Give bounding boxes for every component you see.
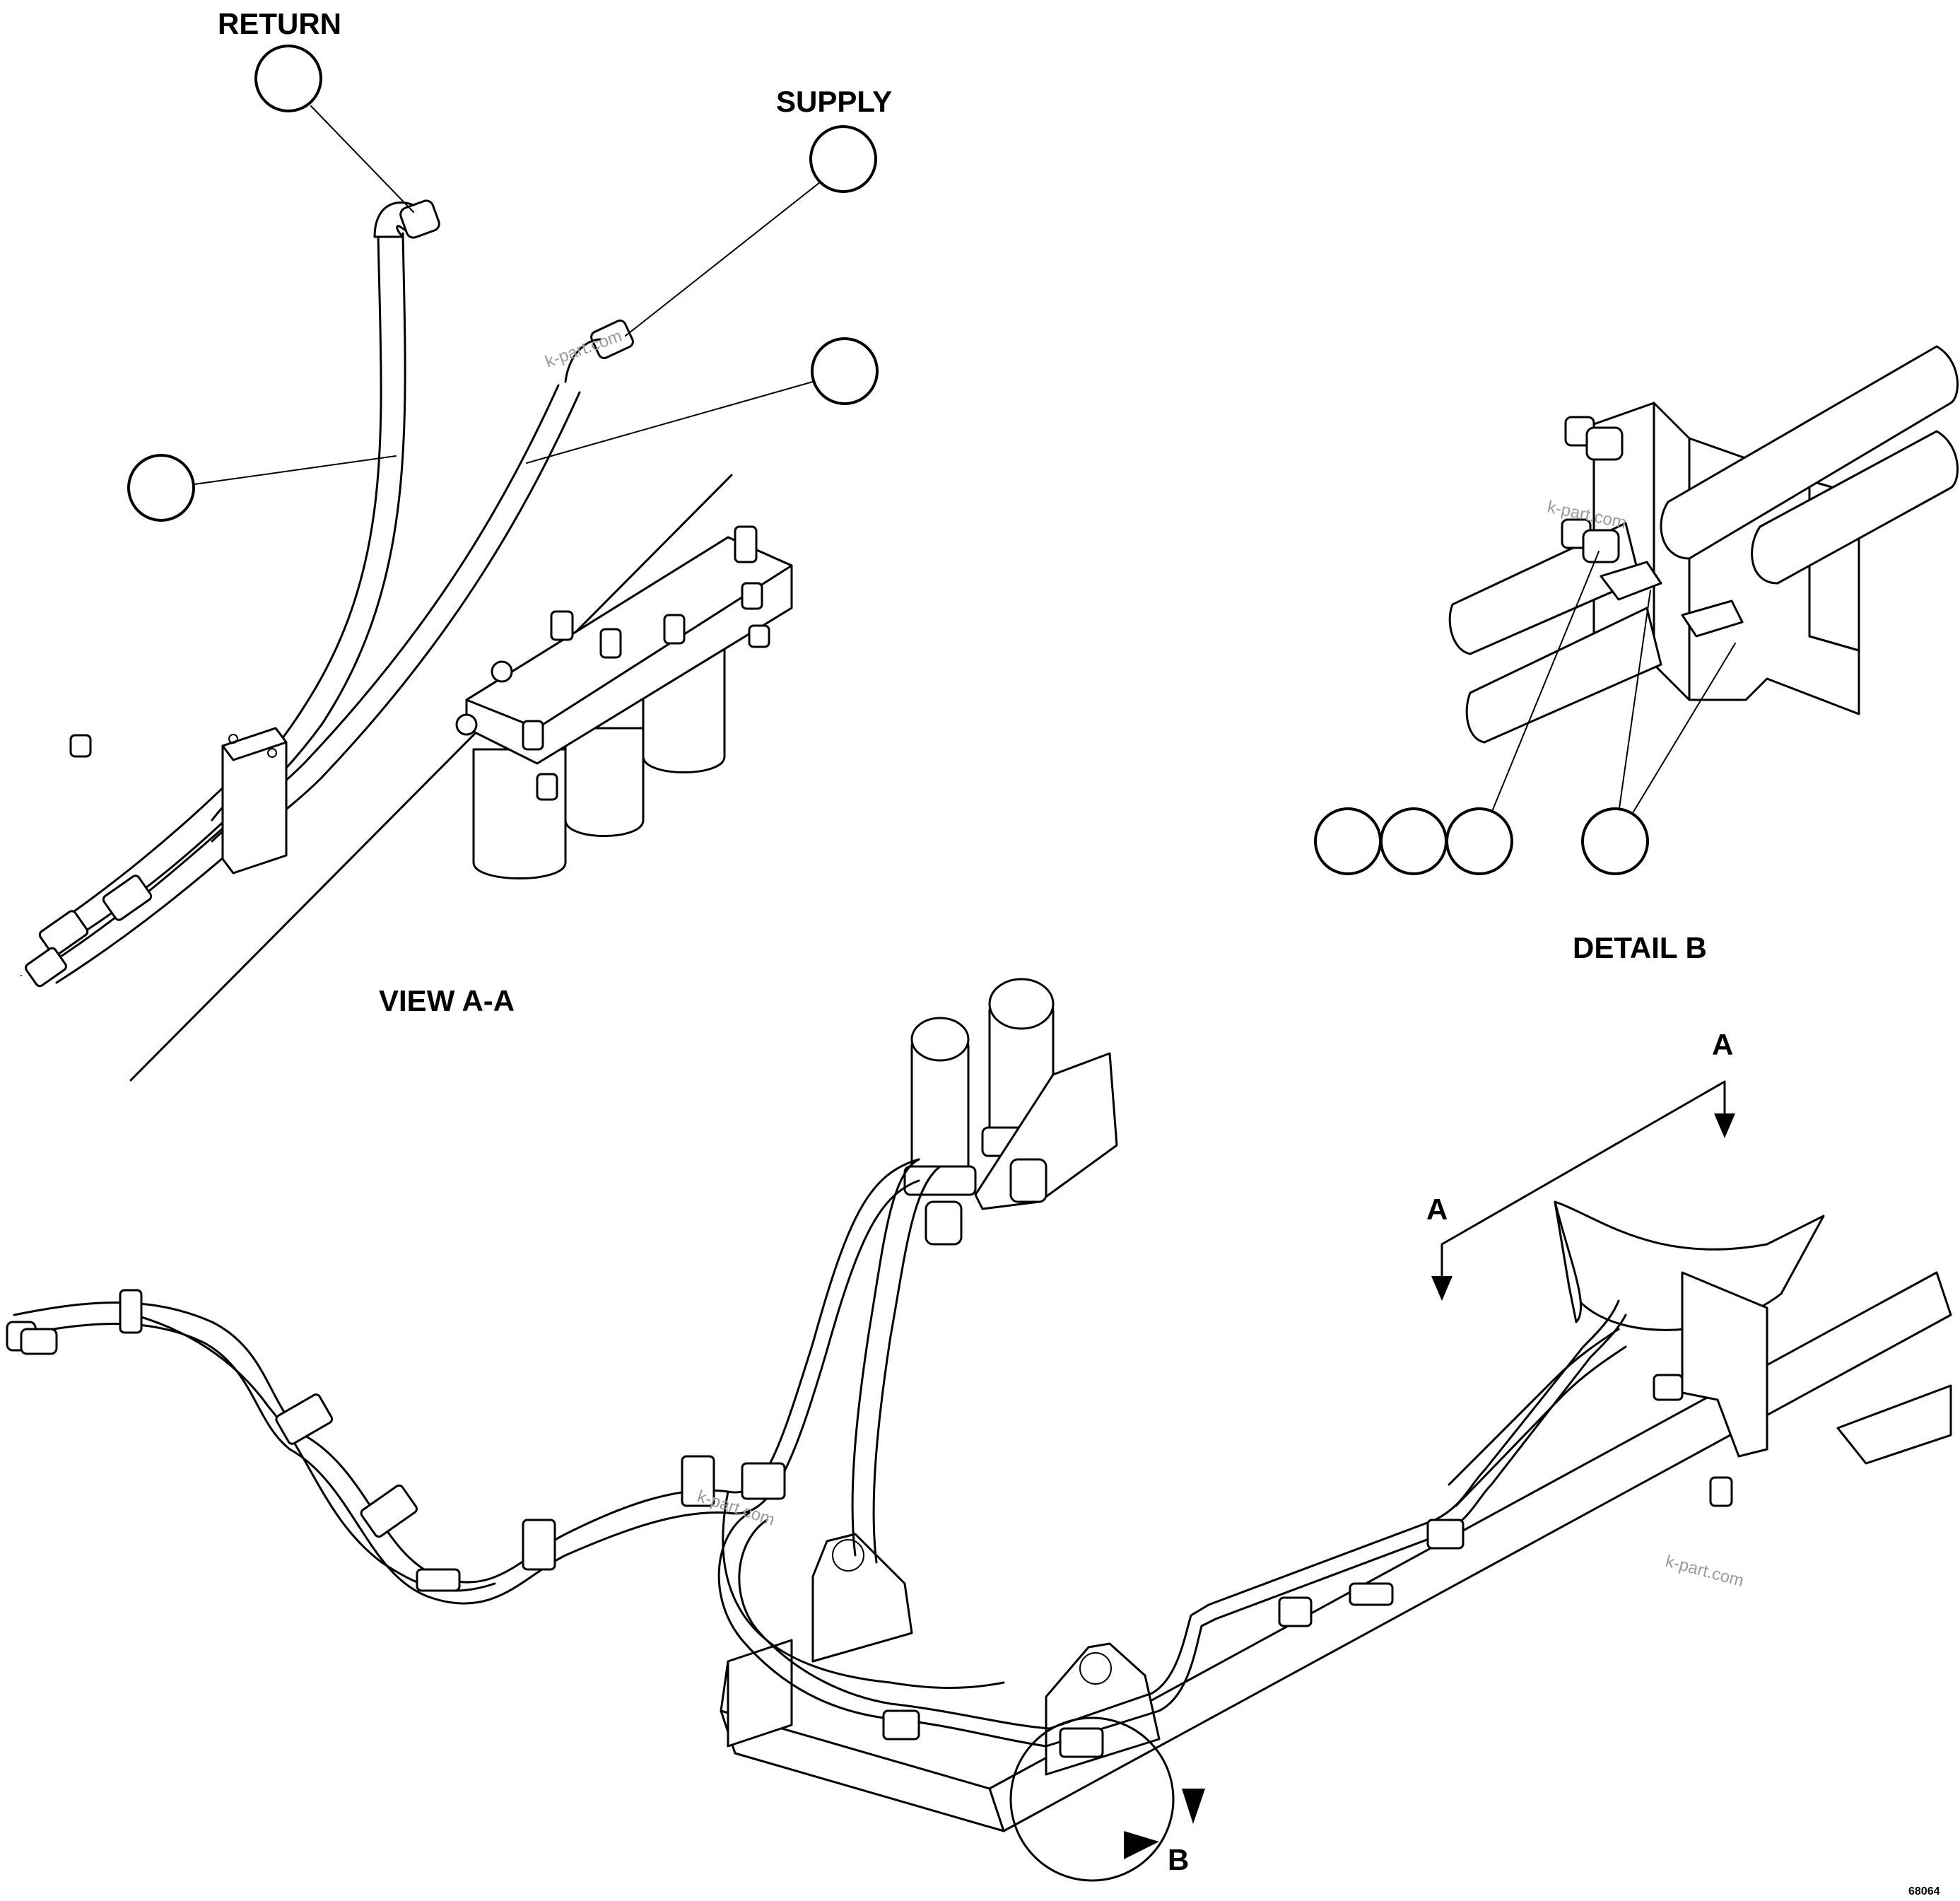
right-fender: [1554, 1200, 1825, 1331]
watermark-4: k-part.com: [1663, 1552, 1745, 1591]
section-a-right-label: A: [1712, 1028, 1733, 1061]
figure-number: 68064: [1908, 1885, 1940, 1897]
section-aa-line: [1440, 1080, 1726, 1246]
callout-detail-b-3: [1445, 807, 1513, 875]
supply-label: SUPPLY: [776, 85, 892, 118]
detail-b-marker: B: [1168, 1843, 1189, 1876]
supply-fitting: [590, 320, 634, 359]
detail-b-indicator-circle: [1009, 1716, 1175, 1882]
left-end-fitting: [6, 1289, 143, 1355]
detail-b-title: DETAIL B: [1573, 931, 1707, 964]
detail-b-group: DETAIL B k-part.com: [1314, 345, 1959, 964]
detail-b-arrow-right: [1124, 1831, 1159, 1859]
callout-detail-b-1: [1314, 807, 1382, 875]
callout-detail-b-2: [1380, 807, 1448, 875]
view-aa-group: RETURN SUPPLY VIEW A-A k-part.com: [20, 7, 892, 1082]
callout-return-hose-body: [127, 454, 195, 522]
fuel-filter-pair: [903, 978, 1118, 1246]
hose-clamp-block: [221, 727, 288, 875]
callout-detail-b-4: [1581, 807, 1649, 875]
frame-rail: [720, 1271, 1952, 1832]
hose-clamps: [275, 1374, 1733, 1758]
detail-b-tube-1: [1660, 345, 1959, 560]
detail-b-tube-4: [1465, 607, 1662, 744]
callout-supply-hose-body: [811, 337, 879, 405]
view-aa-title: VIEW A-A: [379, 984, 515, 1017]
detail-b-tube-2: [1751, 430, 1959, 585]
callout-return-hose: [254, 45, 322, 112]
callout-supply-fitting: [809, 125, 877, 193]
view-aa-lower-hoses: [25, 769, 256, 988]
return-fitting: [399, 199, 440, 239]
detail-b-arrow-down: [1182, 1789, 1205, 1824]
return-label: RETURN: [218, 7, 341, 40]
mounting-plane-line: [129, 474, 733, 1082]
return-hose: [211, 199, 440, 832]
section-a-left-label: A: [1426, 1193, 1448, 1226]
filter-manifold-assembly: [69, 525, 793, 879]
main-assembly-group: B A A k-part.com k-part.com: [6, 978, 1952, 1882]
